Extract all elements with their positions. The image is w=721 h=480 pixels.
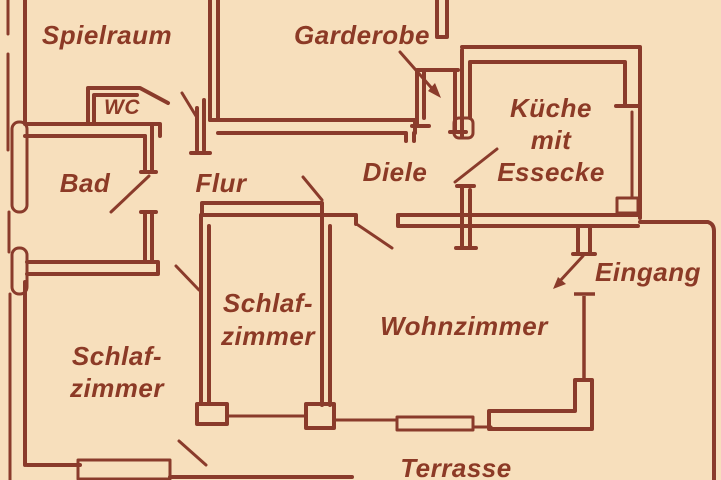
top-wall-stub bbox=[435, 0, 449, 39]
terrace-door-wall bbox=[487, 378, 594, 431]
floor-plan-walls bbox=[6, 0, 716, 480]
room-label-wc: WC bbox=[104, 96, 140, 119]
terrace-walls bbox=[25, 439, 354, 480]
wc-niche-walls bbox=[86, 86, 170, 126]
door-swing bbox=[109, 174, 151, 214]
room-label-schlafzimmer-links-line2: zimmer bbox=[69, 373, 165, 403]
door-swing bbox=[177, 439, 208, 467]
room-labels: Spielraum Garderobe WC Bad Flur Diele Kü… bbox=[42, 20, 701, 480]
door-swing bbox=[174, 264, 201, 292]
living-room-walls bbox=[226, 378, 594, 432]
window bbox=[76, 458, 172, 480]
eingang-arrow-icon bbox=[553, 254, 585, 289]
kitchen-walls bbox=[396, 45, 642, 250]
room-label-diele: Diele bbox=[363, 157, 428, 187]
door-swing bbox=[453, 147, 499, 184]
entrance-partition bbox=[574, 292, 595, 380]
door-swing bbox=[180, 91, 198, 118]
spielraum-garderobe-divider bbox=[208, 0, 220, 122]
door-swing bbox=[301, 175, 324, 202]
kitchen-south-wall bbox=[396, 213, 642, 228]
room-label-garderobe: Garderobe bbox=[294, 20, 430, 50]
entrance-walls bbox=[571, 220, 716, 480]
garderobe-arrow-icon bbox=[398, 50, 441, 98]
entrance-door-jamb bbox=[571, 226, 597, 256]
room-label-kueche-line1: Küche bbox=[510, 93, 592, 123]
kitchen-door-pillar bbox=[454, 184, 478, 250]
room-label-bad: Bad bbox=[60, 168, 111, 198]
room-label-schlafzimmer-mitte-line1: Schlaf- bbox=[223, 288, 313, 318]
outer-west-wall bbox=[6, 0, 29, 480]
room-label-flur: Flur bbox=[195, 168, 247, 198]
room-label-schlafzimmer-links-line1: Schlaf- bbox=[72, 341, 162, 371]
bad-south-wall bbox=[25, 260, 160, 276]
bedroom-walls bbox=[174, 213, 336, 430]
room-label-spielraum: Spielraum bbox=[42, 20, 172, 50]
window-pier bbox=[10, 120, 29, 214]
door-swing bbox=[356, 223, 394, 250]
room-label-wohnzimmer: Wohnzimmer bbox=[380, 311, 549, 341]
room-label-kueche-line3: Essecke bbox=[497, 157, 605, 187]
room-label-eingang: Eingang bbox=[595, 257, 701, 287]
room-label-kueche-line2: mit bbox=[531, 125, 572, 155]
window bbox=[395, 415, 475, 432]
room-label-schlafzimmer-mitte-line2: zimmer bbox=[220, 321, 316, 351]
room-label-terrasse: Terrasse bbox=[400, 453, 511, 480]
closet-walls bbox=[410, 68, 468, 134]
corridor-walls bbox=[200, 175, 394, 250]
bad-walls bbox=[25, 122, 160, 276]
window-pier bbox=[10, 246, 29, 296]
spielraum-door bbox=[180, 91, 212, 155]
